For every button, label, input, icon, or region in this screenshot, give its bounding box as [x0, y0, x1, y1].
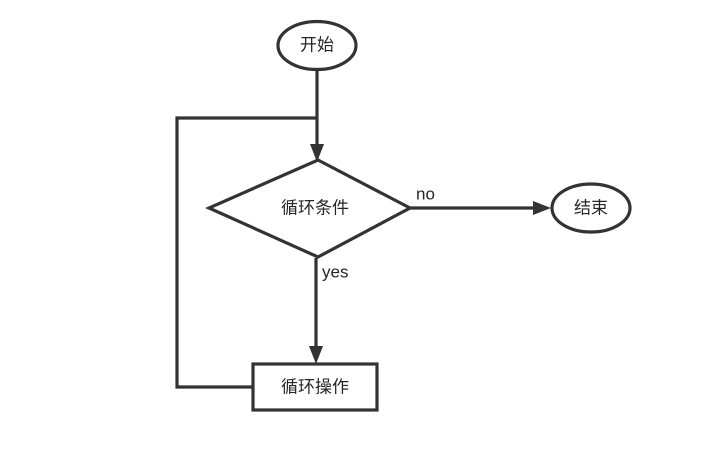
node-start[interactable]: 开始 — [276, 19, 358, 72]
edge-start-to-condition — [310, 69, 324, 162]
condition-diamond-shape — [205, 158, 414, 259]
edge-label-no: no — [416, 184, 435, 203]
arrow-head-into-operation — [309, 346, 323, 364]
arrow-head-into-condition — [310, 144, 324, 162]
edge-condition-to-end — [410, 201, 551, 215]
end-ellipse-shape — [550, 182, 632, 234]
node-end[interactable]: 结束 — [550, 182, 632, 234]
start-ellipse-shape — [276, 19, 358, 72]
edge-operation-to-condition — [175, 116, 317, 389]
start-label: 开始 — [300, 35, 334, 54]
operation-rect-shape — [251, 362, 379, 412]
arrow-head-into-end — [533, 201, 551, 215]
condition-label: 循环条件 — [281, 198, 349, 217]
operation-label: 循环操作 — [281, 377, 349, 396]
node-operation[interactable]: 循环操作 — [251, 362, 379, 412]
edge-label-yes: yes — [322, 262, 348, 281]
node-condition[interactable]: 循环条件 — [205, 158, 414, 259]
edge-operation-to-condition-line — [175, 116, 317, 389]
edge-condition-to-operation — [309, 258, 323, 364]
end-label: 结束 — [574, 198, 608, 217]
